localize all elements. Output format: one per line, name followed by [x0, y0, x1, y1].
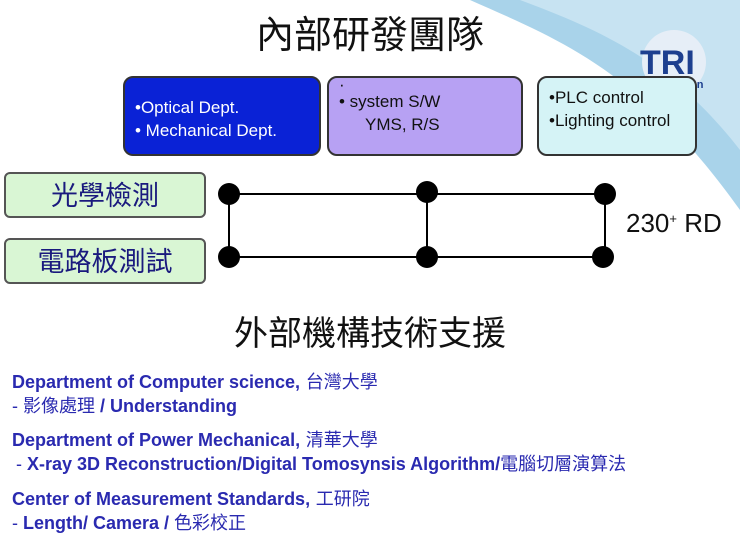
collab-topic-itri: - Length/ Camera / 色彩校正 — [12, 509, 246, 535]
plc-control-label: •PLC control — [549, 88, 644, 107]
topic-prefix: - — [16, 454, 27, 474]
collab-org-ntu: Department of Computer science, 台灣大學 — [12, 368, 378, 394]
org-name: Center of Measurement Standards, — [12, 489, 311, 509]
node-dot — [218, 183, 240, 205]
topic-text: Length/ Camera / — [23, 513, 175, 533]
collab-org-nthu: Department of Power Mechanical, 清華大學 — [12, 426, 378, 452]
collab-topic-ntu: - 影像處理 / Understanding — [12, 392, 237, 418]
rd-unit: RD — [676, 208, 722, 238]
yms-rs-label: YMS, R/S — [365, 115, 440, 134]
topic-cjk: 影像處理 — [23, 396, 95, 417]
topic-cjk: 色彩校正 — [174, 513, 247, 534]
rd-number: 230 — [626, 208, 670, 238]
org-name-cjk: 工研院 — [310, 489, 370, 510]
topic-text: X-ray 3D Reconstruction/Digital Tomosyns… — [27, 454, 501, 474]
node-dot — [594, 183, 616, 205]
node-dot — [592, 246, 614, 268]
plc-control-box: •PLC control •Lighting control — [537, 76, 697, 156]
pcb-testing-label: 電路板測試 — [4, 238, 206, 284]
topic-cjk: 電腦切層演算法 — [500, 454, 627, 475]
optical-dept-label: •Optical Dept. — [135, 98, 240, 117]
mechanical-dept-label: • Mechanical Dept. — [135, 121, 278, 140]
node-dot — [218, 246, 240, 268]
org-name-cjk: 台灣大學 — [300, 372, 378, 393]
topic-prefix: - — [12, 513, 23, 533]
optical-inspection-label: 光學檢測 — [4, 172, 206, 218]
topic-prefix: - — [12, 396, 23, 416]
node-dot — [416, 181, 438, 203]
system-sw-box: · • system S/W YMS, R/S — [327, 76, 523, 156]
collab-org-itri: Center of Measurement Standards, 工研院 — [12, 485, 370, 511]
system-sw-label: • system S/W — [339, 92, 441, 111]
external-support-title: 外部機構技術支援 — [234, 314, 506, 354]
optical-dept-box: •Optical Dept. • Mechanical Dept. — [123, 76, 321, 156]
bullet-dot: · — [339, 75, 345, 94]
org-name-cjk: 清華大學 — [300, 430, 378, 451]
collab-topic-nthu: - X-ray 3D Reconstruction/Digital Tomosy… — [16, 450, 626, 476]
rd-count: 230+ RD — [626, 208, 722, 239]
page-title: 內部研發團隊 — [255, 13, 484, 57]
org-name: Department of Computer science, — [12, 372, 301, 392]
logo-text: TRI — [640, 44, 695, 82]
rd-plus: + — [669, 211, 677, 226]
lighting-control-label: •Lighting control — [549, 111, 671, 130]
topic-text: / Understanding — [95, 396, 238, 416]
node-dot — [416, 246, 438, 268]
org-name: Department of Power Mechanical, — [12, 430, 301, 450]
